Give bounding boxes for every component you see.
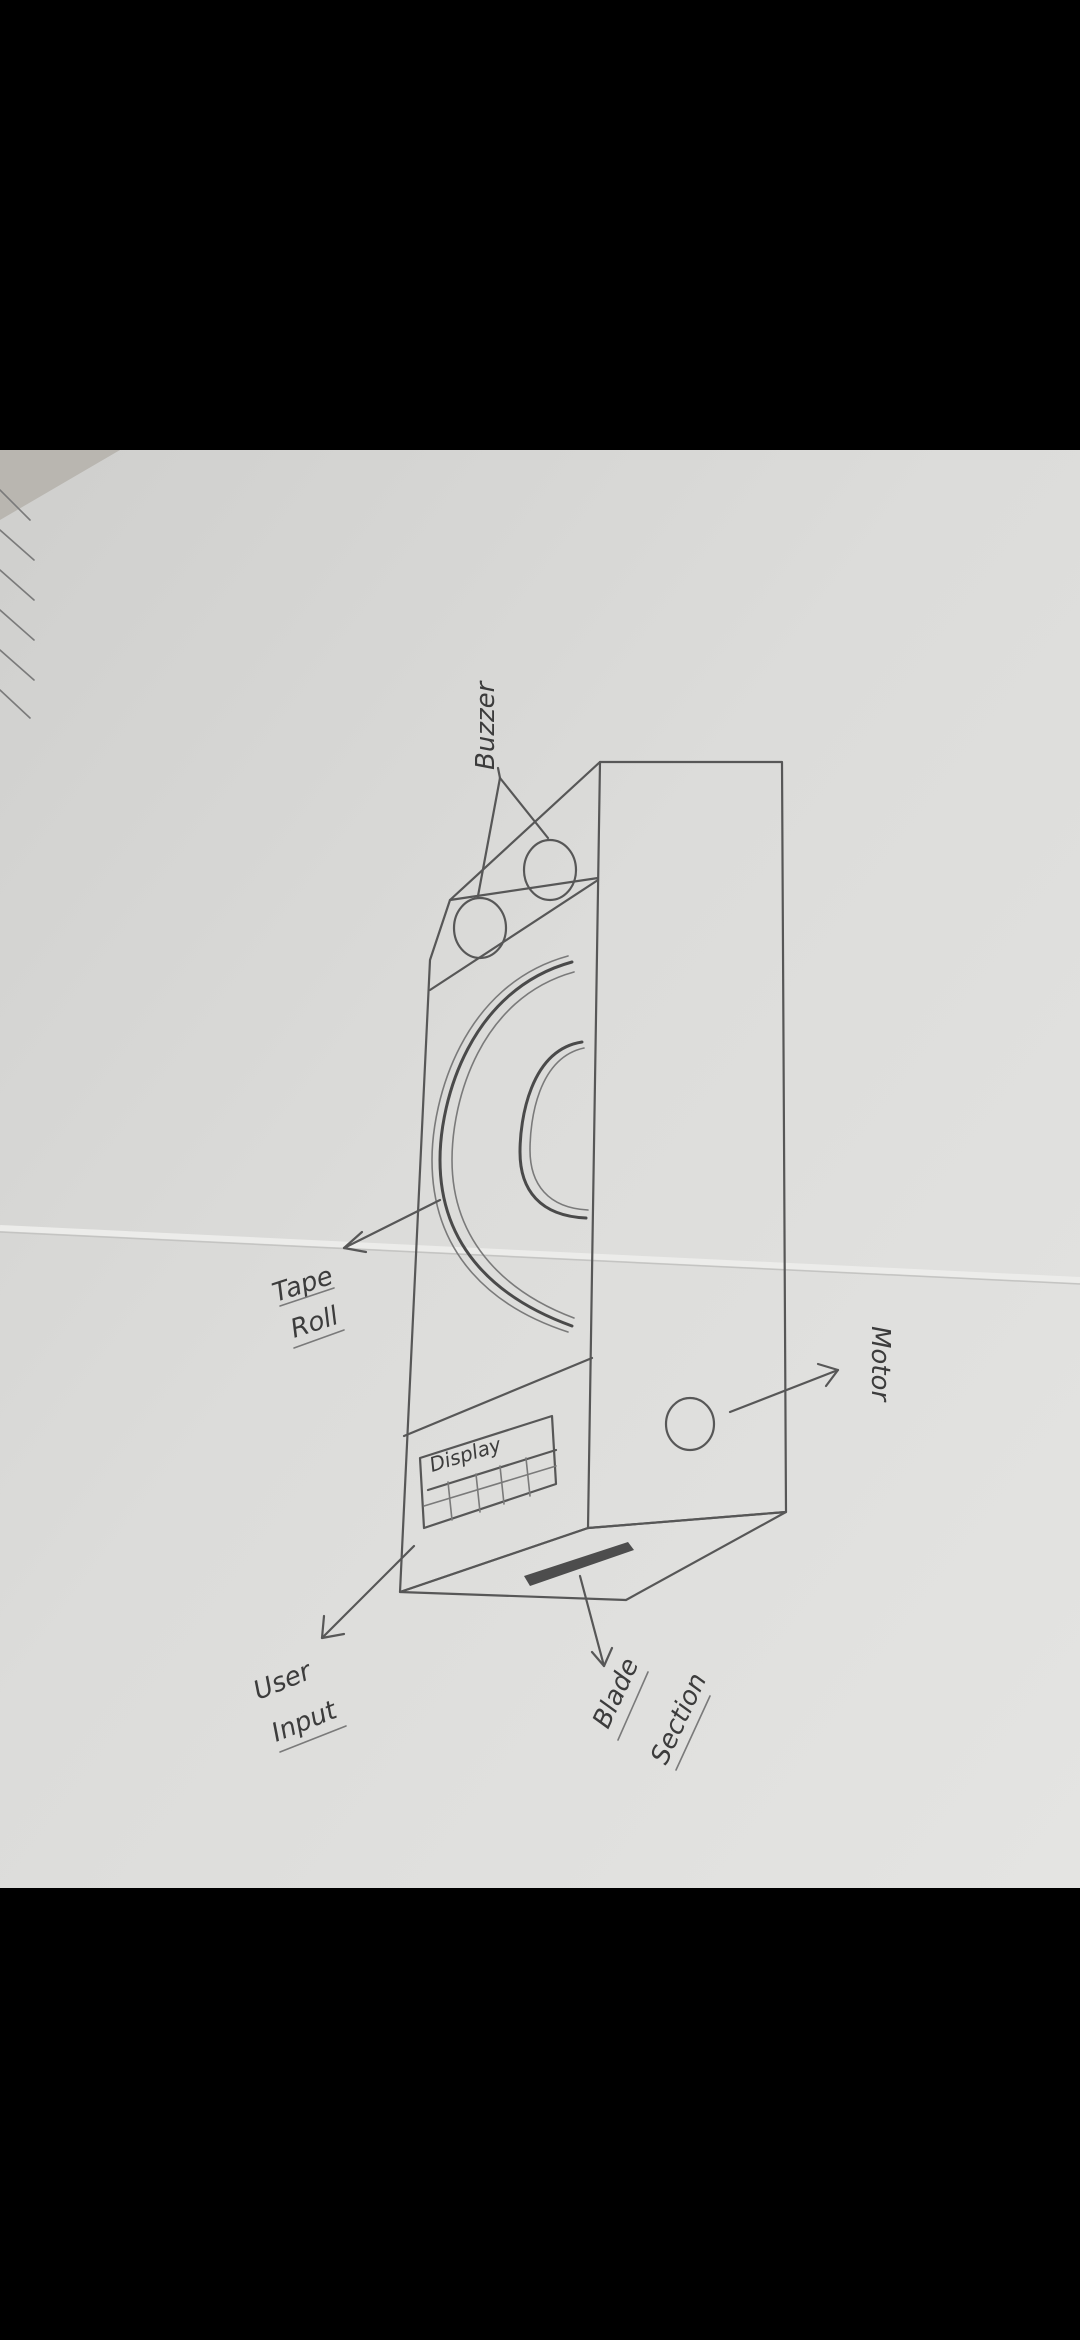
label-buzzer: Buzzer	[471, 679, 501, 770]
label-motor: Motor	[865, 1326, 895, 1403]
paper-sheet	[0, 450, 1080, 1888]
motor-label: Motor	[865, 1326, 895, 1403]
bottom-black-bar	[0, 1888, 1080, 2340]
buzzer-label: Buzzer	[471, 679, 501, 770]
top-black-bar	[0, 0, 1080, 450]
